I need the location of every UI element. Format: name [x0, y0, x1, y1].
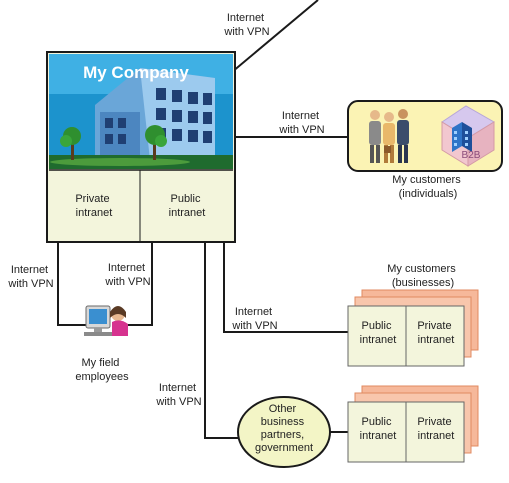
tree-icon: [60, 127, 81, 160]
line-field-right: [128, 242, 153, 326]
field-employees-caption: My field employees: [75, 357, 129, 383]
businesses-caption: My customers (businesses): [387, 263, 459, 289]
customers-businesses: My customers (businesses) Public intrane…: [347, 263, 479, 367]
b2b-building-icon: B2B: [441, 105, 495, 167]
line-partners: [204, 242, 238, 439]
label-businesses-internet: Internet with VPN: [231, 306, 277, 332]
label-field-right-internet: Internet with VPN: [104, 262, 150, 288]
partners-bubble-text: Other business partners, government: [255, 403, 313, 454]
individuals-caption: My customers (individuals): [392, 174, 464, 200]
partners-group: Other business partners, government Publ…: [237, 385, 479, 468]
businesses-public-intranet: Public intranet: [360, 320, 397, 346]
company-block: My Company Private intranet Public intra…: [46, 51, 236, 243]
partners-bubble: [237, 396, 331, 468]
partners-public-intranet: Public intranet: [360, 416, 397, 442]
tree-icon: [145, 125, 167, 160]
employee-at-computer-icon: [84, 305, 128, 336]
field-employees: My field employees: [75, 305, 129, 383]
company-private-intranet: Private intranet: [75, 193, 112, 219]
line-top-internet: [231, 0, 319, 73]
line-businesses: [223, 242, 348, 333]
connection-lines: [57, 0, 348, 439]
line-field-left: [57, 242, 86, 326]
company-public-intranet: Public intranet: [169, 193, 206, 219]
label-customers-internet: Internet with VPN: [278, 110, 324, 136]
customers-individuals: B2B My customers (individuals): [347, 100, 503, 200]
label-field-left-internet: Internet with VPN: [7, 264, 53, 290]
businesses-private-intranet: Private intranet: [417, 320, 454, 346]
label-top-internet: Internet with VPN: [223, 12, 269, 38]
partners-private-intranet: Private intranet: [417, 416, 454, 442]
b2b-badge: B2B: [462, 150, 481, 161]
people-icon: [369, 109, 409, 163]
company-name: My Company: [83, 63, 189, 82]
label-partners-internet: Internet with VPN: [155, 382, 201, 408]
